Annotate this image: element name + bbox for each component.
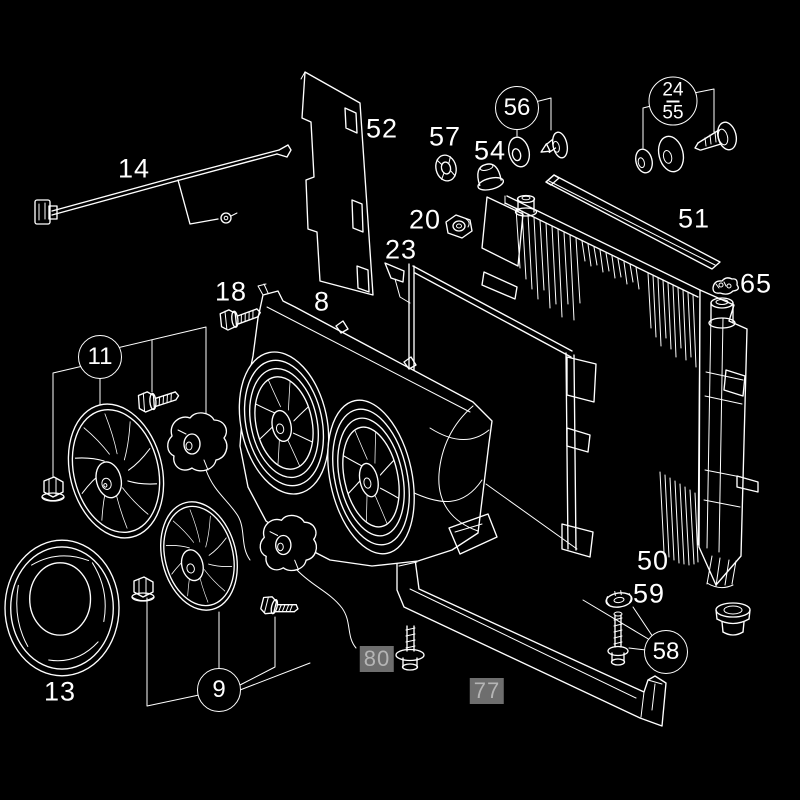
cable-14 [35,145,291,224]
part-label-77[interactable]: 77 [469,678,505,704]
part-label-52[interactable]: 52 [365,113,399,144]
part-label-54[interactable]: 54 [473,135,507,166]
crossmember-77 [397,559,666,726]
part-label-9[interactable]: 9 [197,668,241,712]
bolt-80 [396,626,424,670]
radiator-tank [699,290,758,588]
clamp-59 [605,589,633,608]
fan-11 [55,394,177,548]
part-label-58[interactable]: 58 [644,630,688,674]
part-label-57[interactable]: 57 [428,121,462,152]
fan-ring-13 [5,540,119,676]
part-label-80[interactable]: 80 [359,646,395,672]
fan-shroud-8 [227,284,497,566]
motor-11 [167,412,250,560]
fastener-group-24-55 [633,89,739,175]
part-label-56[interactable]: 56 [495,86,539,130]
fan-group-11 [41,327,250,560]
shroud-fan-b [315,392,428,562]
motor-9 [259,514,356,648]
part-label-23[interactable]: 23 [384,234,418,265]
part-label-55: 55 [662,102,684,123]
part-label-65[interactable]: 65 [739,268,773,299]
pair-divider [666,100,680,102]
part-label-18[interactable]: 18 [214,276,248,307]
radiator-fins-upper [515,207,640,321]
radiator-fins-right [647,272,697,368]
radiator-50 [505,196,758,588]
mount-20 [446,215,472,238]
part-label-14[interactable]: 14 [117,153,151,184]
part-label-51[interactable]: 51 [677,203,711,234]
part-label-24-55[interactable]: 24 55 [648,76,698,126]
screw-24 [695,120,739,152]
part-label-24: 24 [662,79,684,100]
clip-65 [713,278,738,294]
part-label-50[interactable]: 50 [636,545,670,576]
bolt-58 [583,600,653,665]
cap-54 [473,161,504,192]
part-label-20[interactable]: 20 [408,204,442,235]
push-pin-56 [538,131,570,162]
rubber-mount [716,603,750,635]
fan-9 [150,494,248,619]
part-label-13[interactable]: 13 [43,676,77,707]
condenser-23 [385,197,596,557]
baffle-panel-52 [301,72,373,295]
seal-strip-51 [546,175,720,269]
grommet-57 [433,153,459,183]
part-label-11[interactable]: 11 [78,335,122,379]
part-label-8[interactable]: 8 [313,286,331,317]
shroud-fan-a [227,344,341,503]
part-label-59[interactable]: 59 [632,578,666,609]
fan-group-9 [131,494,356,706]
radiator-fins-lower [659,471,699,566]
radiator-top-fitting [516,196,537,217]
fastener-group-56 [506,98,570,169]
